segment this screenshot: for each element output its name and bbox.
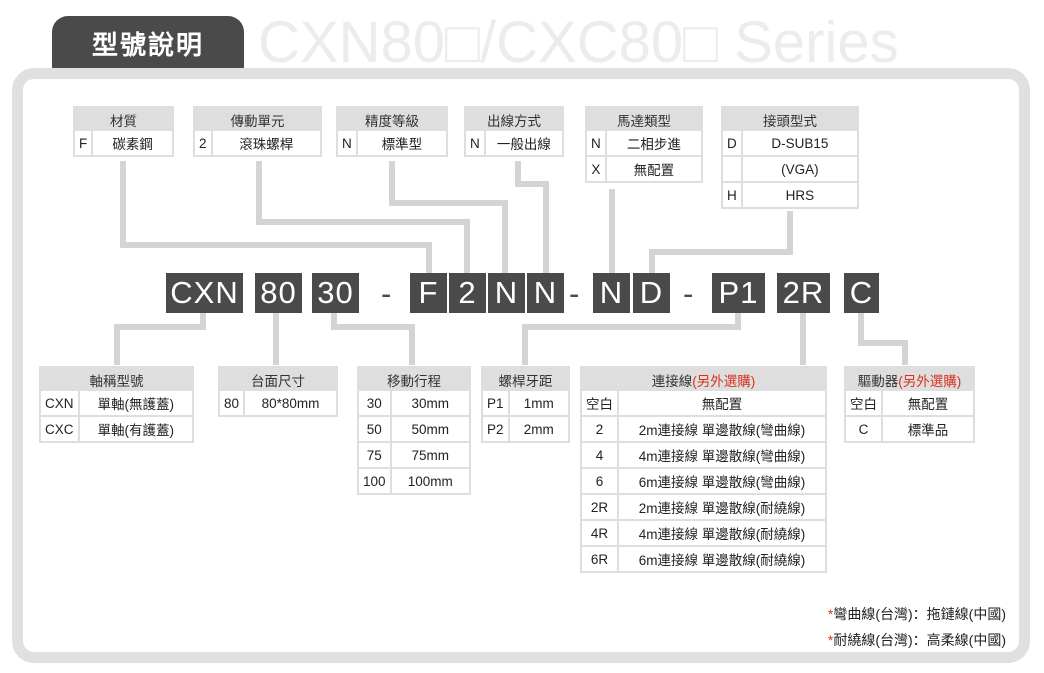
code-segment-stroke: 30 — [312, 273, 359, 313]
line-drive — [256, 161, 470, 273]
code-segment-material: F — [410, 273, 447, 313]
code-segment-size: 80 — [255, 273, 302, 313]
code-segment-precision: N — [488, 273, 525, 313]
code-separator: - — [683, 276, 694, 311]
code-separator: - — [569, 276, 580, 311]
line-driver — [858, 313, 908, 365]
note-bend-cable: *彎曲線(台灣)：拖鏈線(中國) — [827, 606, 1006, 622]
outlet-header: 出線方式 — [487, 113, 541, 129]
precision-header: 精度等級 — [365, 113, 419, 129]
driver-header: 驅動器(另外選購) — [857, 373, 962, 389]
pitch-header: 螺桿牙距 — [498, 373, 553, 389]
connector-header: 接頭型式 — [763, 113, 817, 129]
table-size-header: 台面尺寸 — [251, 373, 305, 389]
code-segment-drive: 2 — [449, 273, 486, 313]
table-row: 空白無配置 — [582, 391, 825, 415]
line-material — [120, 161, 432, 273]
code-segment-cable: 2R — [777, 273, 830, 313]
code-segment-outlet: N — [527, 273, 564, 313]
axis-header: 軸稱型號 — [89, 373, 144, 389]
line-stroke — [331, 313, 415, 365]
table-row: (VGA) — [723, 157, 857, 181]
line-outlet — [515, 161, 549, 273]
drive-header: 傳動單元 — [230, 113, 285, 129]
code-segment-driver: C — [844, 273, 879, 313]
code-segment-connector: D — [633, 273, 670, 313]
code-separator: - — [381, 276, 392, 311]
stroke-header: 移動行程 — [387, 373, 441, 389]
code-segment-axis: CXN — [166, 273, 243, 313]
table-row: 空白無配置 — [846, 391, 973, 415]
code-segment-pitch: P1 — [712, 273, 765, 313]
line-connector — [649, 211, 793, 273]
cable-header: 連接線(另外選購) — [651, 373, 756, 389]
code-segment-motor: N — [593, 273, 630, 313]
material-header: 材質 — [110, 113, 137, 129]
note-flex-cable: *耐繞線(台灣)：高柔線(中國) — [827, 632, 1006, 648]
title-tab: 型號說明 — [52, 16, 244, 70]
line-axis — [114, 313, 206, 365]
line-precision — [389, 161, 508, 273]
line-pitch — [522, 313, 741, 365]
motor-header: 馬達類型 — [617, 113, 671, 129]
series-title: CXN80□/CXC80□ Series — [258, 10, 899, 75]
